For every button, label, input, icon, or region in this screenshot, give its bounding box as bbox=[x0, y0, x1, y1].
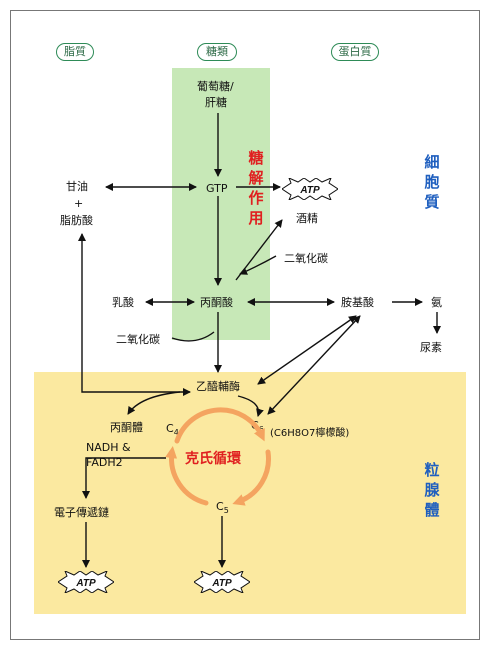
urea-label: 尿素 bbox=[420, 341, 442, 354]
atp-text: ATP bbox=[75, 578, 96, 589]
atp-burst-glycolysis: ATP bbox=[282, 178, 338, 200]
arrow-fatty-acetyl bbox=[78, 233, 191, 396]
mitochondria-label: 粒腺體 bbox=[424, 461, 440, 519]
krebs-cycle-ring bbox=[165, 407, 271, 506]
gtp-label: GTP bbox=[206, 182, 228, 195]
atp-text: ATP bbox=[211, 578, 232, 589]
c4-label: C4 bbox=[166, 422, 179, 438]
atp-burst-krebs: ATP bbox=[194, 571, 250, 593]
glucose-label: 葡萄糖/ bbox=[197, 80, 234, 93]
arrow-amino-acetyl bbox=[257, 315, 357, 385]
header-proteins: 蛋白質 bbox=[331, 43, 379, 61]
header-carbs: 糖類 bbox=[197, 43, 237, 61]
nadh-label: NADH & bbox=[86, 441, 131, 454]
etc-label: 電子傳遞鏈 bbox=[54, 506, 109, 519]
arrow-co2-upper bbox=[239, 255, 277, 275]
glycerol-label: 甘油 bbox=[66, 180, 88, 193]
arrow-amino-c6 bbox=[267, 315, 361, 415]
citrate-label: (C6H8O7檸檬酸) bbox=[270, 428, 350, 439]
plus-label: + bbox=[74, 197, 84, 210]
fatty-acid-label: 脂肪酸 bbox=[60, 214, 93, 227]
c5-label: C5 bbox=[216, 500, 229, 516]
arrow-acetyl-c6 bbox=[237, 395, 264, 417]
acetyl-coa-label: 乙醯輔酶 bbox=[196, 380, 240, 393]
header-lipids: 脂質 bbox=[56, 43, 94, 61]
amino-acid-label: 胺基酸 bbox=[341, 296, 374, 309]
atp-burst-etc: ATP bbox=[58, 571, 114, 593]
ammonia-label: 氨 bbox=[431, 296, 442, 309]
fadh2-label: FADH2 bbox=[86, 456, 123, 469]
glycolysis-label: 糖解作用 bbox=[248, 149, 264, 227]
arrow-co2-lower bbox=[171, 331, 215, 342]
arrow-pyruvate-alcohol bbox=[235, 219, 283, 281]
alcohol-label: 酒精 bbox=[296, 212, 318, 225]
krebs-cycle-label: 克氏循環 bbox=[185, 451, 241, 467]
arrow-acetyl-ketone bbox=[127, 391, 181, 415]
atp-text: ATP bbox=[299, 185, 320, 196]
pyruvate-label: 丙酮酸 bbox=[200, 296, 233, 309]
co2-upper-label: 二氧化碳 bbox=[284, 252, 328, 265]
cytoplasm-label: 細胞質 bbox=[424, 153, 440, 211]
arrow-nadh-etc bbox=[82, 457, 166, 499]
ketone-label: 丙酮體 bbox=[110, 421, 143, 434]
glycogen-label: 肝糖 bbox=[205, 96, 227, 109]
